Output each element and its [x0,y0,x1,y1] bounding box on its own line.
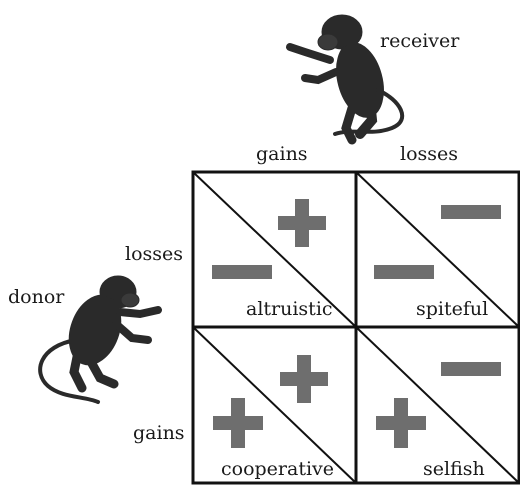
cell-label-spiteful: spiteful [416,298,489,320]
donor-losses-row-label: losses [125,243,184,265]
plus-sign-icon [213,398,263,448]
donor-gains-row-label: gains [133,422,185,444]
donor-monkey-image [38,275,162,404]
payoff-matrix-grid [191,170,520,485]
minus-sign-icon [212,265,272,279]
receiver-losses-header: losses [400,143,459,165]
receiver-monkey-image [286,14,405,145]
cell-label-altruistic: altruistic [246,298,333,320]
cell-label-selfish: selfish [423,458,485,480]
receiver-label: receiver [380,30,460,52]
minus-sign-icon [441,362,501,376]
receiver-gains-header: gains [256,143,308,165]
plus-sign-icon [376,398,426,448]
minus-sign-icon [441,205,501,219]
plus-sign-icon [280,355,328,403]
donor-label: donor [8,286,65,308]
cell-label-cooperative: cooperative [221,458,335,480]
plus-sign-icon [278,199,326,247]
minus-sign-icon [374,265,434,279]
